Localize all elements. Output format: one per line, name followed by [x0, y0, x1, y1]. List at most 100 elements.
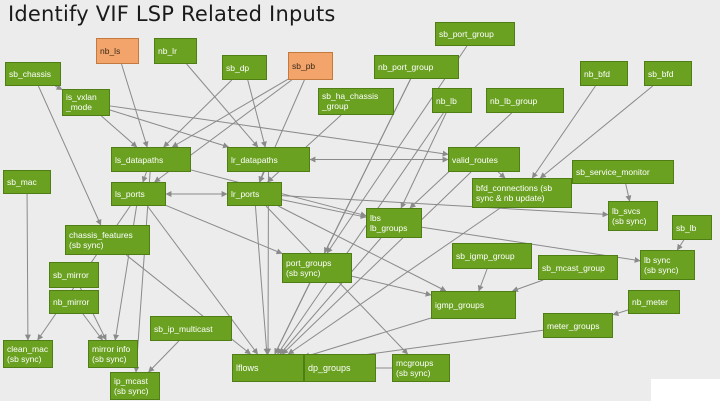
node-lb-svcs: lb_svcs(sb sync) — [608, 201, 658, 231]
node-sb-dp: sb_dp — [222, 55, 267, 80]
node-lflows: lflows — [232, 354, 304, 382]
edge-lbs_lb_groups-to-lflows — [279, 237, 382, 355]
edge-is_vxlan_mode-to-ls_datapaths — [101, 115, 138, 148]
edge-is_vxlan_mode-to-lr_datapaths — [109, 109, 230, 149]
node-label-line: sb_dp — [226, 62, 250, 73]
corner-patch — [651, 379, 720, 401]
node-lb-sync: lb sync(sb sync) — [640, 250, 695, 280]
node-label-line: mirror info — [92, 344, 131, 354]
node-ls-datapaths: ls_datapaths — [111, 147, 191, 172]
node-sb-mirror: sb_mirror — [49, 262, 99, 288]
node-label-line: nb_lr — [158, 46, 177, 56]
edge-sb_chassis-to-is_vxlan_mode — [55, 84, 63, 91]
node-valid-routes: valid_routes — [448, 147, 520, 172]
node-sb-chassis: sb_chassis — [5, 62, 61, 86]
node-label-line: lb_svcs — [612, 206, 641, 216]
node-label-line: dp_groups — [308, 363, 351, 373]
node-label-line: sb_lb — [676, 222, 697, 233]
node-label-line: sb_ip_multicast — [154, 323, 213, 334]
node-label-line: (sb sync) — [612, 216, 647, 226]
node-label-line: valid_routes — [452, 154, 498, 165]
node-label-line: nb_meter — [632, 297, 668, 307]
edge-nb_lb-to-lflows — [277, 112, 444, 355]
node-label-line: sb_port_group — [439, 29, 494, 39]
node-sb-service-monitor: sb_service_monitor — [572, 160, 674, 184]
node-label-line: nb_lb_group — [490, 95, 538, 106]
node-is-vxlan-mode: is_vxlan_mode — [62, 89, 110, 116]
node-label-line: nb_lb — [436, 95, 457, 106]
node-label-line: chassis_features — [69, 230, 133, 240]
edge-sb_igmp_group-to-igmp_groups — [477, 268, 488, 292]
node-label-line: sb_ha_chassis — [322, 91, 379, 101]
node-label-line: mcgroups — [396, 358, 434, 368]
node-label-line: nb_mirror — [53, 297, 90, 307]
node-port-groups: port_groups(sb sync) — [282, 253, 352, 283]
edge-nb_bfd-to-bfd_connections — [531, 85, 596, 179]
edge-nb_ls-to-ls_datapaths — [121, 63, 149, 148]
node-sb-ha-chassis-group: sb_ha_chassis_group — [318, 88, 394, 115]
node-label-line: bfd_connections (sb — [476, 183, 553, 193]
node-label-line: sync & nb update) — [476, 193, 545, 203]
node-nb-port-group: nb_port_group — [374, 55, 459, 79]
edge-sb_port_group-to-port_groups — [326, 45, 468, 254]
node-label-line: sb_mac — [7, 177, 37, 187]
edge-sb_dp-to-lr_datapaths — [247, 79, 267, 148]
edge-is_vxlan_mode-to-valid_routes — [109, 105, 449, 157]
edge-nb_lr-to-lr_datapaths — [186, 63, 259, 148]
edge-valid_routes-to-bfd_connections — [497, 171, 506, 179]
node-label-line: sb_pb — [292, 61, 316, 71]
node-ls-ports: ls_ports — [111, 182, 166, 206]
page-title: Identify VIF LSP Related Inputs — [8, 2, 336, 26]
edge-lr_ports-to-lbs_lb_groups — [281, 199, 367, 220]
edge-lr_ports-to-igmp_groups — [277, 205, 447, 292]
edge-sb_pb-to-ls_datapaths — [171, 78, 289, 148]
node-label-line: meter_groups — [547, 320, 600, 331]
node-nb-ls: nb_ls — [96, 38, 139, 64]
edge-bfd_connections-to-lflows — [287, 207, 501, 355]
edge-sb_lb-to-lb_sync — [676, 239, 685, 251]
node-sb-port-group: sb_port_group — [435, 22, 515, 46]
edge-sb_mcast_group-to-igmp_groups — [511, 279, 544, 292]
edge-ls_datapaths-to-ls_ports — [141, 171, 148, 183]
node-ip-mcast: ip_mcast(sb sync) — [110, 372, 160, 400]
node-label-line: _mode — [66, 102, 92, 112]
node-label-line: sb_igmp_group — [456, 251, 515, 261]
node-label-line: is_vxlan — [66, 92, 97, 102]
edge-sb_dp-to-ls_datapaths — [163, 79, 233, 148]
node-clean-mac: clean_mac(sb sync) — [3, 340, 53, 368]
edge-sb_mac-to-clean_mac — [24, 193, 31, 341]
node-label-line: (sb sync) — [114, 386, 149, 396]
node-label-line: igmp_groups — [435, 300, 485, 310]
edge-sb_service_monitor-to-lb_svcs — [625, 183, 632, 202]
edge-lr_ports-to-lb_svcs — [281, 195, 609, 218]
node-label-line: ls_datapaths — [115, 154, 164, 165]
edge-lr_datapaths-to-lr_ports — [258, 171, 265, 183]
node-nb-lb-group: nb_lb_group — [486, 88, 564, 113]
node-label-line: sb_mirror — [53, 270, 89, 280]
node-label-line: (sb sync) — [69, 240, 104, 250]
node-label-line: nb_ls — [100, 46, 121, 56]
node-label-line: clean_mac — [7, 344, 49, 354]
edge-nb_meter-to-meter_groups — [612, 309, 629, 316]
node-chassis-features: chassis_features(sb sync) — [65, 225, 150, 255]
node-sb-mcast-group: sb_mcast_group — [538, 255, 618, 280]
node-label-line: lr_datapaths — [231, 154, 278, 165]
node-nb-lr: nb_lr — [154, 38, 197, 64]
node-nb-bfd: nb_bfd — [580, 61, 628, 86]
edge-ls_ports-to-port_groups — [165, 204, 283, 255]
node-label-line: _group — [322, 101, 349, 111]
edge-nb_mirror-to-mirror_info — [82, 313, 103, 341]
node-dp-groups: dp_groups — [304, 354, 376, 382]
node-lr-ports: lr_ports — [227, 182, 282, 206]
node-mirror-info: mirror info(sb sync) — [88, 340, 138, 368]
edge-sb_ip_multicast-to-ip_mcast — [148, 340, 180, 373]
edge-lr_ports-to-lflows — [254, 205, 270, 355]
node-nb-meter: nb_meter — [628, 290, 680, 314]
node-nb-lb: nb_lb — [432, 88, 472, 113]
node-label-line: (sb sync) — [92, 354, 127, 364]
node-sb-ip-multicast: sb_ip_multicast — [150, 316, 232, 341]
node-label-line: ip_mcast — [114, 376, 149, 386]
node-sb-igmp-group: sb_igmp_group — [452, 243, 532, 269]
node-label-line: ls_ports — [115, 189, 145, 199]
